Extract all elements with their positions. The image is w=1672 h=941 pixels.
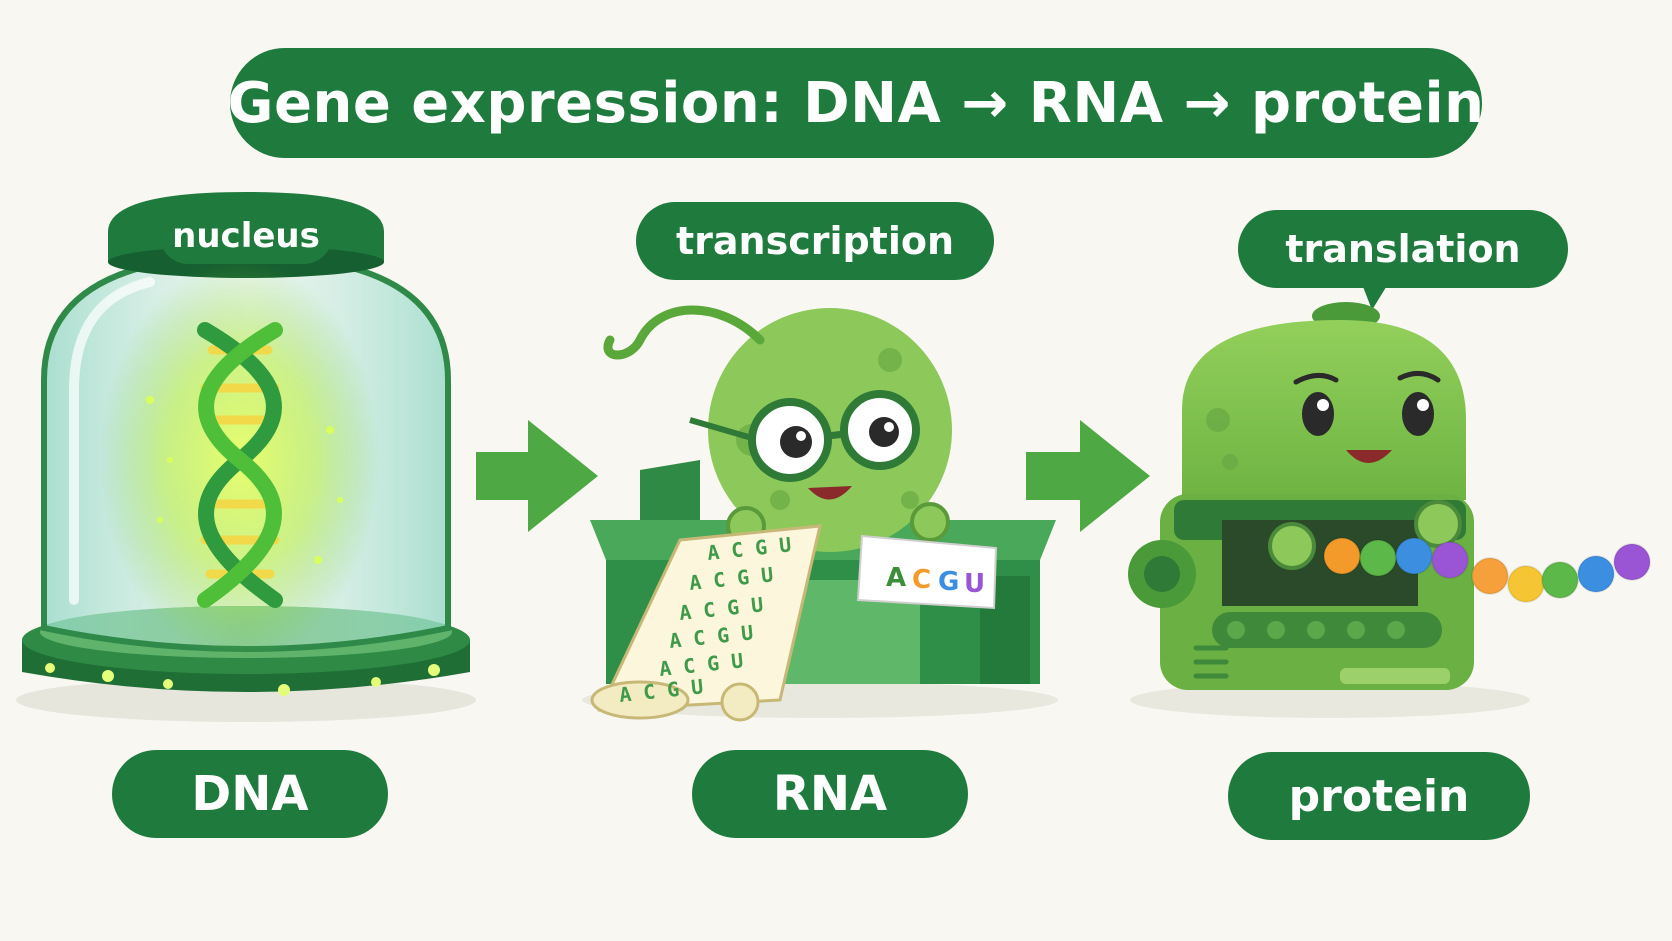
rna-sign-letters: A C G U [886, 563, 985, 599]
dna-label: DNA [112, 750, 388, 838]
sign-letter-a: A [886, 563, 906, 593]
arrow-right-icon [1026, 420, 1150, 532]
amino-acid-bead [1613, 543, 1651, 581]
amino-acid-chain [1323, 537, 1651, 603]
transcription-scribe [582, 305, 1058, 722]
amino-acid-bead [1323, 537, 1361, 575]
transcription-label: transcription [636, 202, 994, 280]
amino-acid-bead [1431, 541, 1469, 579]
page-title: Gene expression: DNA → RNA → protein [228, 48, 1484, 158]
rna-label: RNA [692, 750, 968, 838]
arrow-right-icon [476, 420, 598, 532]
amino-acid-bead [1577, 555, 1615, 593]
translation-label: translation [1238, 210, 1568, 288]
amino-acid-bead [1395, 537, 1433, 575]
amino-acid-bead [1541, 561, 1579, 599]
amino-acid-bead [1507, 565, 1545, 603]
amino-acid-bead [1359, 539, 1397, 577]
nucleus-label: nucleus [160, 208, 332, 264]
sign-letter-g: G [938, 567, 959, 597]
amino-acid-bead [1471, 557, 1509, 595]
sign-letter-c: C [912, 565, 931, 595]
sign-letter-u: U [964, 569, 985, 599]
protein-label: protein [1228, 752, 1530, 840]
ribosome-robot [1128, 284, 1530, 718]
nucleus-bell-jar [16, 192, 476, 722]
